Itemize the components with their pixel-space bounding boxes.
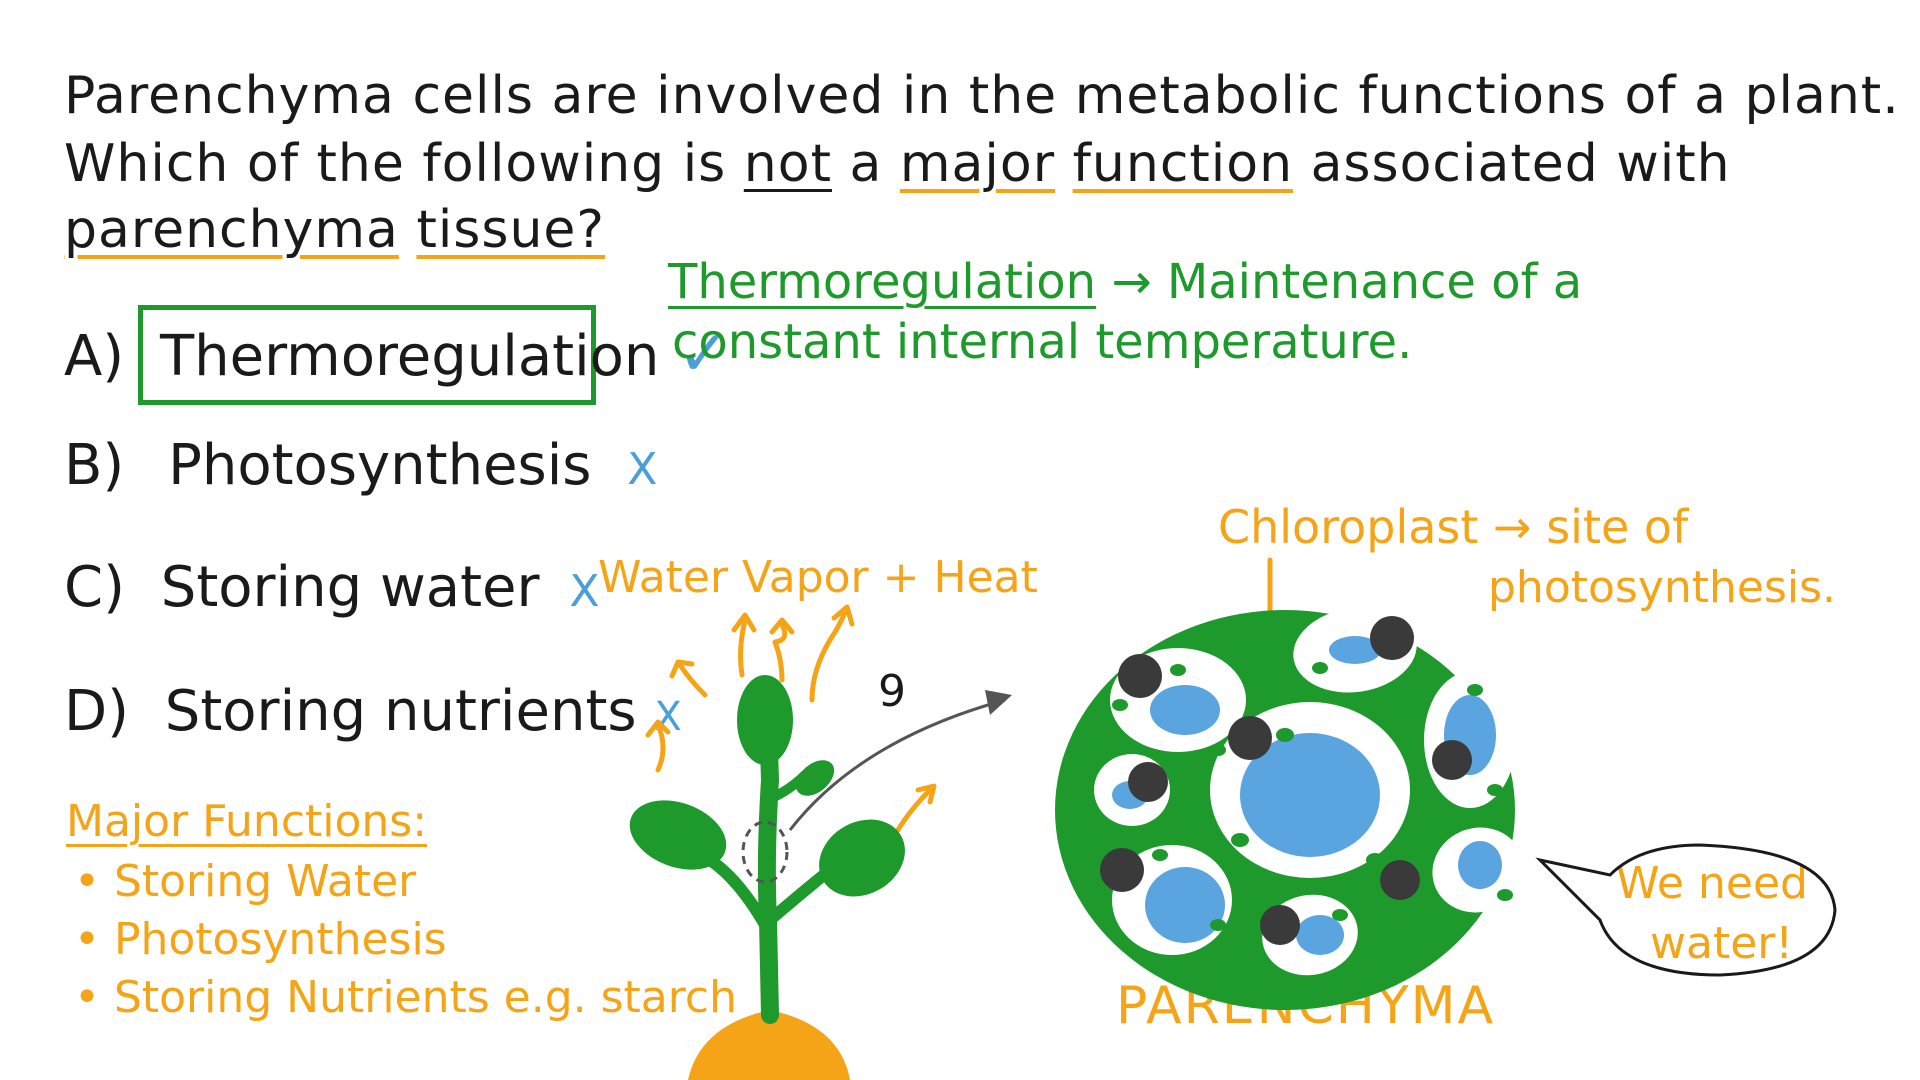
option-a[interactable]: A) Thermoregulation ✓ — [64, 322, 731, 386]
chloroplast-label: Chloroplast → site of — [1218, 500, 1689, 554]
question-line-2: Which of the following is not a major fu… — [64, 138, 1731, 190]
option-letter: B) — [64, 433, 125, 498]
definition-line-2: constant internal temperature. — [672, 314, 1413, 370]
soil-mound — [688, 1010, 850, 1080]
cross-icon: X — [569, 566, 600, 617]
magnify-glyph: 9 — [878, 666, 906, 717]
chloroplast — [1112, 662, 1513, 931]
option-letter: C) — [64, 555, 125, 620]
emphasis-major: major — [899, 134, 1056, 194]
leaf-right — [819, 819, 905, 897]
question-line-3: parenchyma tissue? — [64, 204, 605, 256]
option-text: Photosynthesis — [168, 433, 592, 498]
cross-icon: X — [627, 444, 658, 495]
speech-text-1: We need — [1616, 858, 1808, 909]
speech-bubble — [1535, 843, 1837, 977]
option-d[interactable]: D) Storing nutrients X — [64, 684, 682, 740]
definition-line-1: Thermoregulation → Maintenance of a — [668, 258, 1582, 306]
vapor-arrows — [645, 604, 937, 833]
leaf-top — [737, 675, 793, 765]
option-c[interactable]: C) Storing water X — [64, 560, 599, 616]
emphasis-not: not — [743, 134, 832, 194]
major-functions-title: Major Functions: — [66, 796, 428, 847]
major-function-item: • Storing Nutrients e.g. starch — [74, 972, 737, 1023]
leaf-left — [629, 800, 727, 870]
option-text: Thermoregulation — [159, 324, 660, 389]
arrow-icon: → — [1111, 254, 1152, 310]
definition-text: Maintenance of a — [1166, 254, 1583, 310]
water-vapor-label: Water Vapor + Heat — [598, 552, 1038, 603]
check-icon: ✓ — [677, 317, 731, 391]
option-letter: A) — [64, 324, 125, 389]
emphasis-tissue: tissue? — [416, 200, 606, 260]
question-text: a — [849, 134, 883, 194]
definition-term: Thermoregulation — [668, 254, 1097, 310]
question-text: associated with — [1310, 134, 1731, 194]
arrow-icon — [985, 690, 1012, 715]
emphasis-function: function — [1072, 134, 1294, 194]
option-text: Storing nutrients — [164, 679, 637, 744]
option-text: Storing water — [160, 555, 540, 620]
magnify-circle — [741, 820, 789, 884]
plant-drawing — [629, 675, 1012, 1080]
arrow-icon: → — [1493, 500, 1532, 554]
major-function-item: • Photosynthesis — [74, 914, 447, 965]
emphasis-parenchyma: parenchyma — [64, 200, 399, 260]
plant-stem — [757, 711, 780, 1024]
vacuole — [1112, 636, 1502, 955]
correct-answer-box — [138, 305, 596, 405]
speech-text-2: water! — [1650, 918, 1793, 969]
question-line-1: Parenchyma cells are involved in the met… — [64, 66, 1900, 126]
major-function-item: • Storing Water — [74, 856, 417, 907]
parenchyma-diagram — [1055, 607, 1524, 1010]
photosynthesis-site-label: photosynthesis. — [1488, 562, 1837, 613]
question-text: Which of the following is — [64, 134, 727, 194]
option-b[interactable]: B) Photosynthesis X — [64, 438, 657, 494]
option-letter: D) — [64, 679, 129, 744]
nucleus — [1100, 616, 1472, 945]
